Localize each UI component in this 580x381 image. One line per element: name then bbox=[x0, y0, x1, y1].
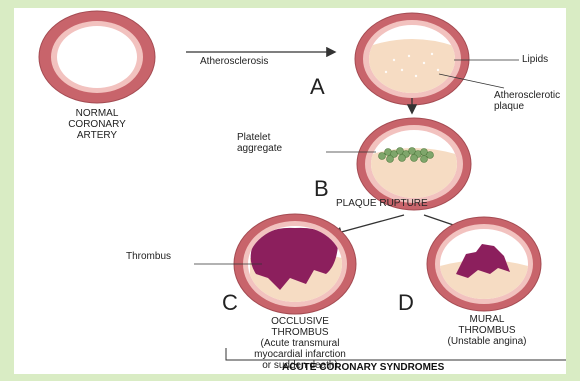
step-c-label: C bbox=[222, 292, 238, 314]
artery-mural-thrombus bbox=[427, 217, 541, 311]
occlusive-label-line: myocardial infarction bbox=[240, 349, 360, 360]
thrombus-label: Thrombus bbox=[126, 251, 171, 262]
normal-label-line: ARTERY bbox=[57, 130, 137, 141]
mural-thrombus-label: MURAL THROMBUS (Unstable angina) bbox=[432, 314, 542, 347]
athero-label-line: plaque bbox=[494, 101, 560, 112]
lipids-label: Lipids bbox=[522, 54, 548, 65]
step-d-label: D bbox=[398, 292, 414, 314]
occlusive-label-line: OCCLUSIVE bbox=[240, 316, 360, 327]
mural-label-line: MURAL bbox=[432, 314, 542, 325]
artery-plaque-rupture bbox=[357, 118, 471, 210]
step-a-label: A bbox=[310, 76, 325, 98]
artery-plaque bbox=[355, 13, 469, 105]
mural-label-line: THROMBUS bbox=[432, 325, 542, 336]
athero-label-line: Atherosclerotic bbox=[494, 90, 560, 101]
occlusive-label-line: (Acute transmural bbox=[240, 338, 360, 349]
atherosclerosis-label: Atherosclerosis bbox=[200, 56, 268, 67]
normal-artery-label: NORMAL CORONARY ARTERY bbox=[57, 108, 137, 141]
normal-label-line: NORMAL bbox=[57, 108, 137, 119]
diagram-panel: NORMAL CORONARY ARTERY Atherosclerosis A… bbox=[14, 8, 566, 374]
atherosclerotic-plaque-label: Atherosclerotic plaque bbox=[494, 90, 560, 112]
step-b-label: B bbox=[314, 178, 329, 200]
occlusive-label-line: THROMBUS bbox=[240, 327, 360, 338]
platelet-label-line: aggregate bbox=[237, 143, 282, 154]
mural-label-line: (Unstable angina) bbox=[432, 336, 542, 347]
normal-label-line: CORONARY bbox=[57, 119, 137, 130]
plaque-rupture-label: PLAQUE RUPTURE bbox=[336, 198, 428, 209]
platelet-label-line: Platelet bbox=[237, 132, 282, 143]
split-arrow-left bbox=[334, 215, 404, 234]
normal-artery bbox=[39, 11, 155, 103]
acute-coronary-syndromes-label: ACUTE CORONARY SYNDROMES bbox=[282, 362, 444, 373]
platelet-aggregate-label: Platelet aggregate bbox=[237, 132, 282, 154]
